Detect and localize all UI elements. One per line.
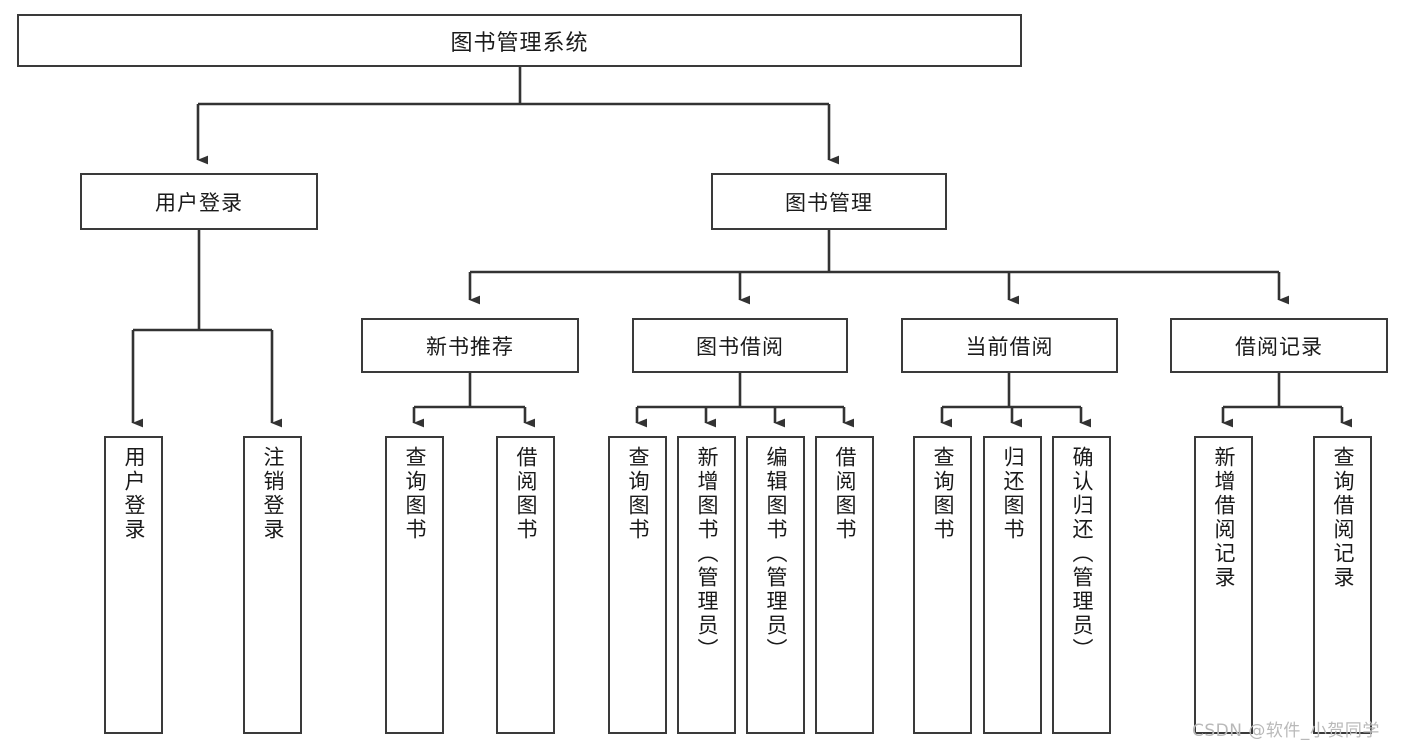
node-label: 新增借阅记录 [1212,446,1236,590]
node-label: 归还图书 [1001,446,1025,542]
leaf-query-book-current[interactable]: 查询图书 [913,436,972,734]
leaf-borrow-book-recommend[interactable]: 借阅图书 [496,436,555,734]
node-label: 用户登录 [155,190,243,215]
node-root-book-management-system[interactable]: 图书管理系统 [17,14,1022,67]
node-label: 查询图书 [626,446,650,542]
node-label: 查询借阅记录 [1331,446,1355,590]
leaf-return-book[interactable]: 归还图书 [983,436,1042,734]
node-label: 确认归还（管理员） [1070,446,1094,662]
leaf-logout[interactable]: 注销登录 [243,436,302,734]
node-label: 借阅图书 [833,446,857,542]
node-book-borrow[interactable]: 图书借阅 [632,318,848,373]
node-label: 查询图书 [931,446,955,542]
leaf-query-borrow-record[interactable]: 查询借阅记录 [1313,436,1372,734]
leaf-add-book-admin[interactable]: 新增图书（管理员） [677,436,736,734]
leaf-confirm-return-admin[interactable]: 确认归还（管理员） [1052,436,1111,734]
leaf-user-login[interactable]: 用户登录 [104,436,163,734]
node-label: 借阅记录 [1235,334,1323,359]
node-label: 当前借阅 [965,334,1054,359]
leaf-add-borrow-record[interactable]: 新增借阅记录 [1194,436,1253,734]
node-current-borrow[interactable]: 当前借阅 [901,318,1118,373]
leaf-query-book-recommend[interactable]: 查询图书 [385,436,444,734]
node-book-management[interactable]: 图书管理 [711,173,947,230]
node-label: 编辑图书（管理员） [764,446,788,662]
leaf-query-book-borrow[interactable]: 查询图书 [608,436,667,734]
leaf-edit-book-admin[interactable]: 编辑图书（管理员） [746,436,805,734]
node-label: 新书推荐 [426,334,514,359]
node-user-login[interactable]: 用户登录 [80,173,318,230]
node-label: 借阅图书 [514,446,538,542]
node-label: 图书借阅 [696,334,784,359]
csdn-watermark: CSDN @软件_小贺同学 [1192,721,1380,741]
leaf-borrow-book[interactable]: 借阅图书 [815,436,874,734]
node-label: 注销登录 [261,446,285,542]
node-label: 用户登录 [122,446,146,542]
node-label: 新增图书（管理员） [695,446,719,662]
node-label: 查询图书 [403,446,427,542]
node-label: 图书管理 [785,190,873,215]
node-borrow-record[interactable]: 借阅记录 [1170,318,1388,373]
node-label: 图书管理系统 [450,30,589,56]
node-new-book-recommend[interactable]: 新书推荐 [361,318,579,373]
